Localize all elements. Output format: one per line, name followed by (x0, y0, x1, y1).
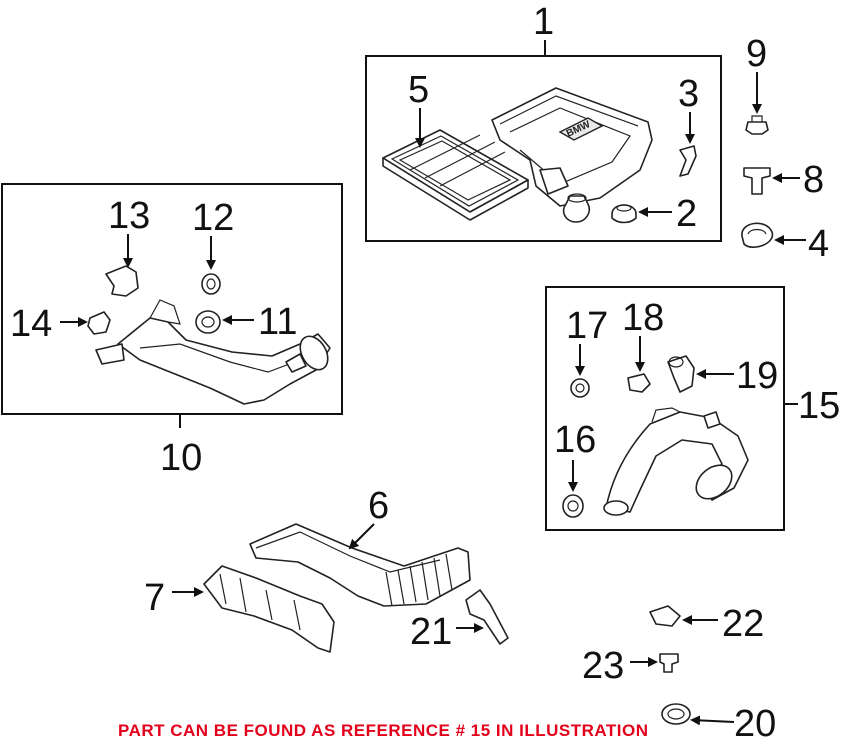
label-8: 8 (803, 159, 824, 201)
leader-6 (348, 523, 375, 550)
part-4-hose-clamp[interactable] (741, 222, 774, 248)
label-22: 22 (722, 603, 764, 645)
label-10: 10 (160, 437, 202, 479)
label-2: 2 (676, 193, 697, 235)
group-10-intake-duct: 10 13 12 11 14 (1, 183, 343, 479)
label-4: 4 (808, 223, 829, 265)
label-15: 15 (798, 385, 840, 427)
part-14-clip[interactable] (87, 311, 111, 335)
part-17-grommet[interactable] (570, 378, 590, 398)
part-12-grommet[interactable] (201, 273, 221, 295)
part-1-housing[interactable]: BMW (491, 87, 653, 223)
part-15-pipe[interactable] (603, 407, 749, 516)
part-6-air-duct[interactable] (249, 523, 471, 607)
label-19: 19 (736, 355, 778, 397)
part-9-clip[interactable] (745, 115, 769, 135)
label-9: 9 (746, 33, 767, 75)
part-19-connector[interactable] (667, 355, 695, 393)
group-15-intake-pipe: 15 17 18 19 16 (545, 286, 840, 531)
label-12: 12 (192, 197, 234, 239)
label-17: 17 (566, 305, 608, 347)
part-10-duct[interactable] (95, 299, 333, 405)
label-1: 1 (533, 1, 554, 43)
label-21: 21 (410, 611, 452, 653)
part-23-rivet[interactable] (659, 653, 679, 673)
part-20-seal[interactable] (661, 703, 691, 725)
part-3-bracket[interactable] (679, 145, 697, 177)
part-16-grommet[interactable] (562, 494, 584, 518)
part-8-expanding-rivet[interactable] (743, 167, 771, 195)
label-11: 11 (258, 301, 297, 343)
label-20: 20 (734, 703, 776, 745)
part-18-clip[interactable] (627, 373, 651, 393)
group-15-box (545, 286, 785, 531)
reference-callout: PART CAN BE FOUND AS REFERENCE # 15 IN I… (118, 721, 649, 740)
group-10-box (1, 183, 343, 415)
part-11-grommet[interactable] (195, 310, 221, 334)
label-6: 6 (368, 485, 389, 527)
part-13-bracket[interactable] (105, 265, 139, 297)
label-14: 14 (10, 303, 52, 345)
part-22-clip[interactable] (649, 605, 681, 627)
group-1-air-filter-housing: 1 5 BMW 3 (365, 1, 722, 242)
part-7-air-guide[interactable] (203, 565, 335, 653)
leader-20 (690, 715, 735, 726)
group-1-box (365, 55, 722, 242)
label-13: 13 (108, 195, 150, 237)
part-2-grommet[interactable] (611, 204, 637, 224)
label-7: 7 (144, 577, 165, 619)
label-18: 18 (622, 297, 664, 339)
label-23: 23 (582, 645, 624, 687)
part-21-bracket[interactable] (465, 589, 509, 645)
label-5: 5 (408, 69, 429, 111)
label-3: 3 (678, 73, 699, 115)
label-16: 16 (554, 419, 596, 461)
